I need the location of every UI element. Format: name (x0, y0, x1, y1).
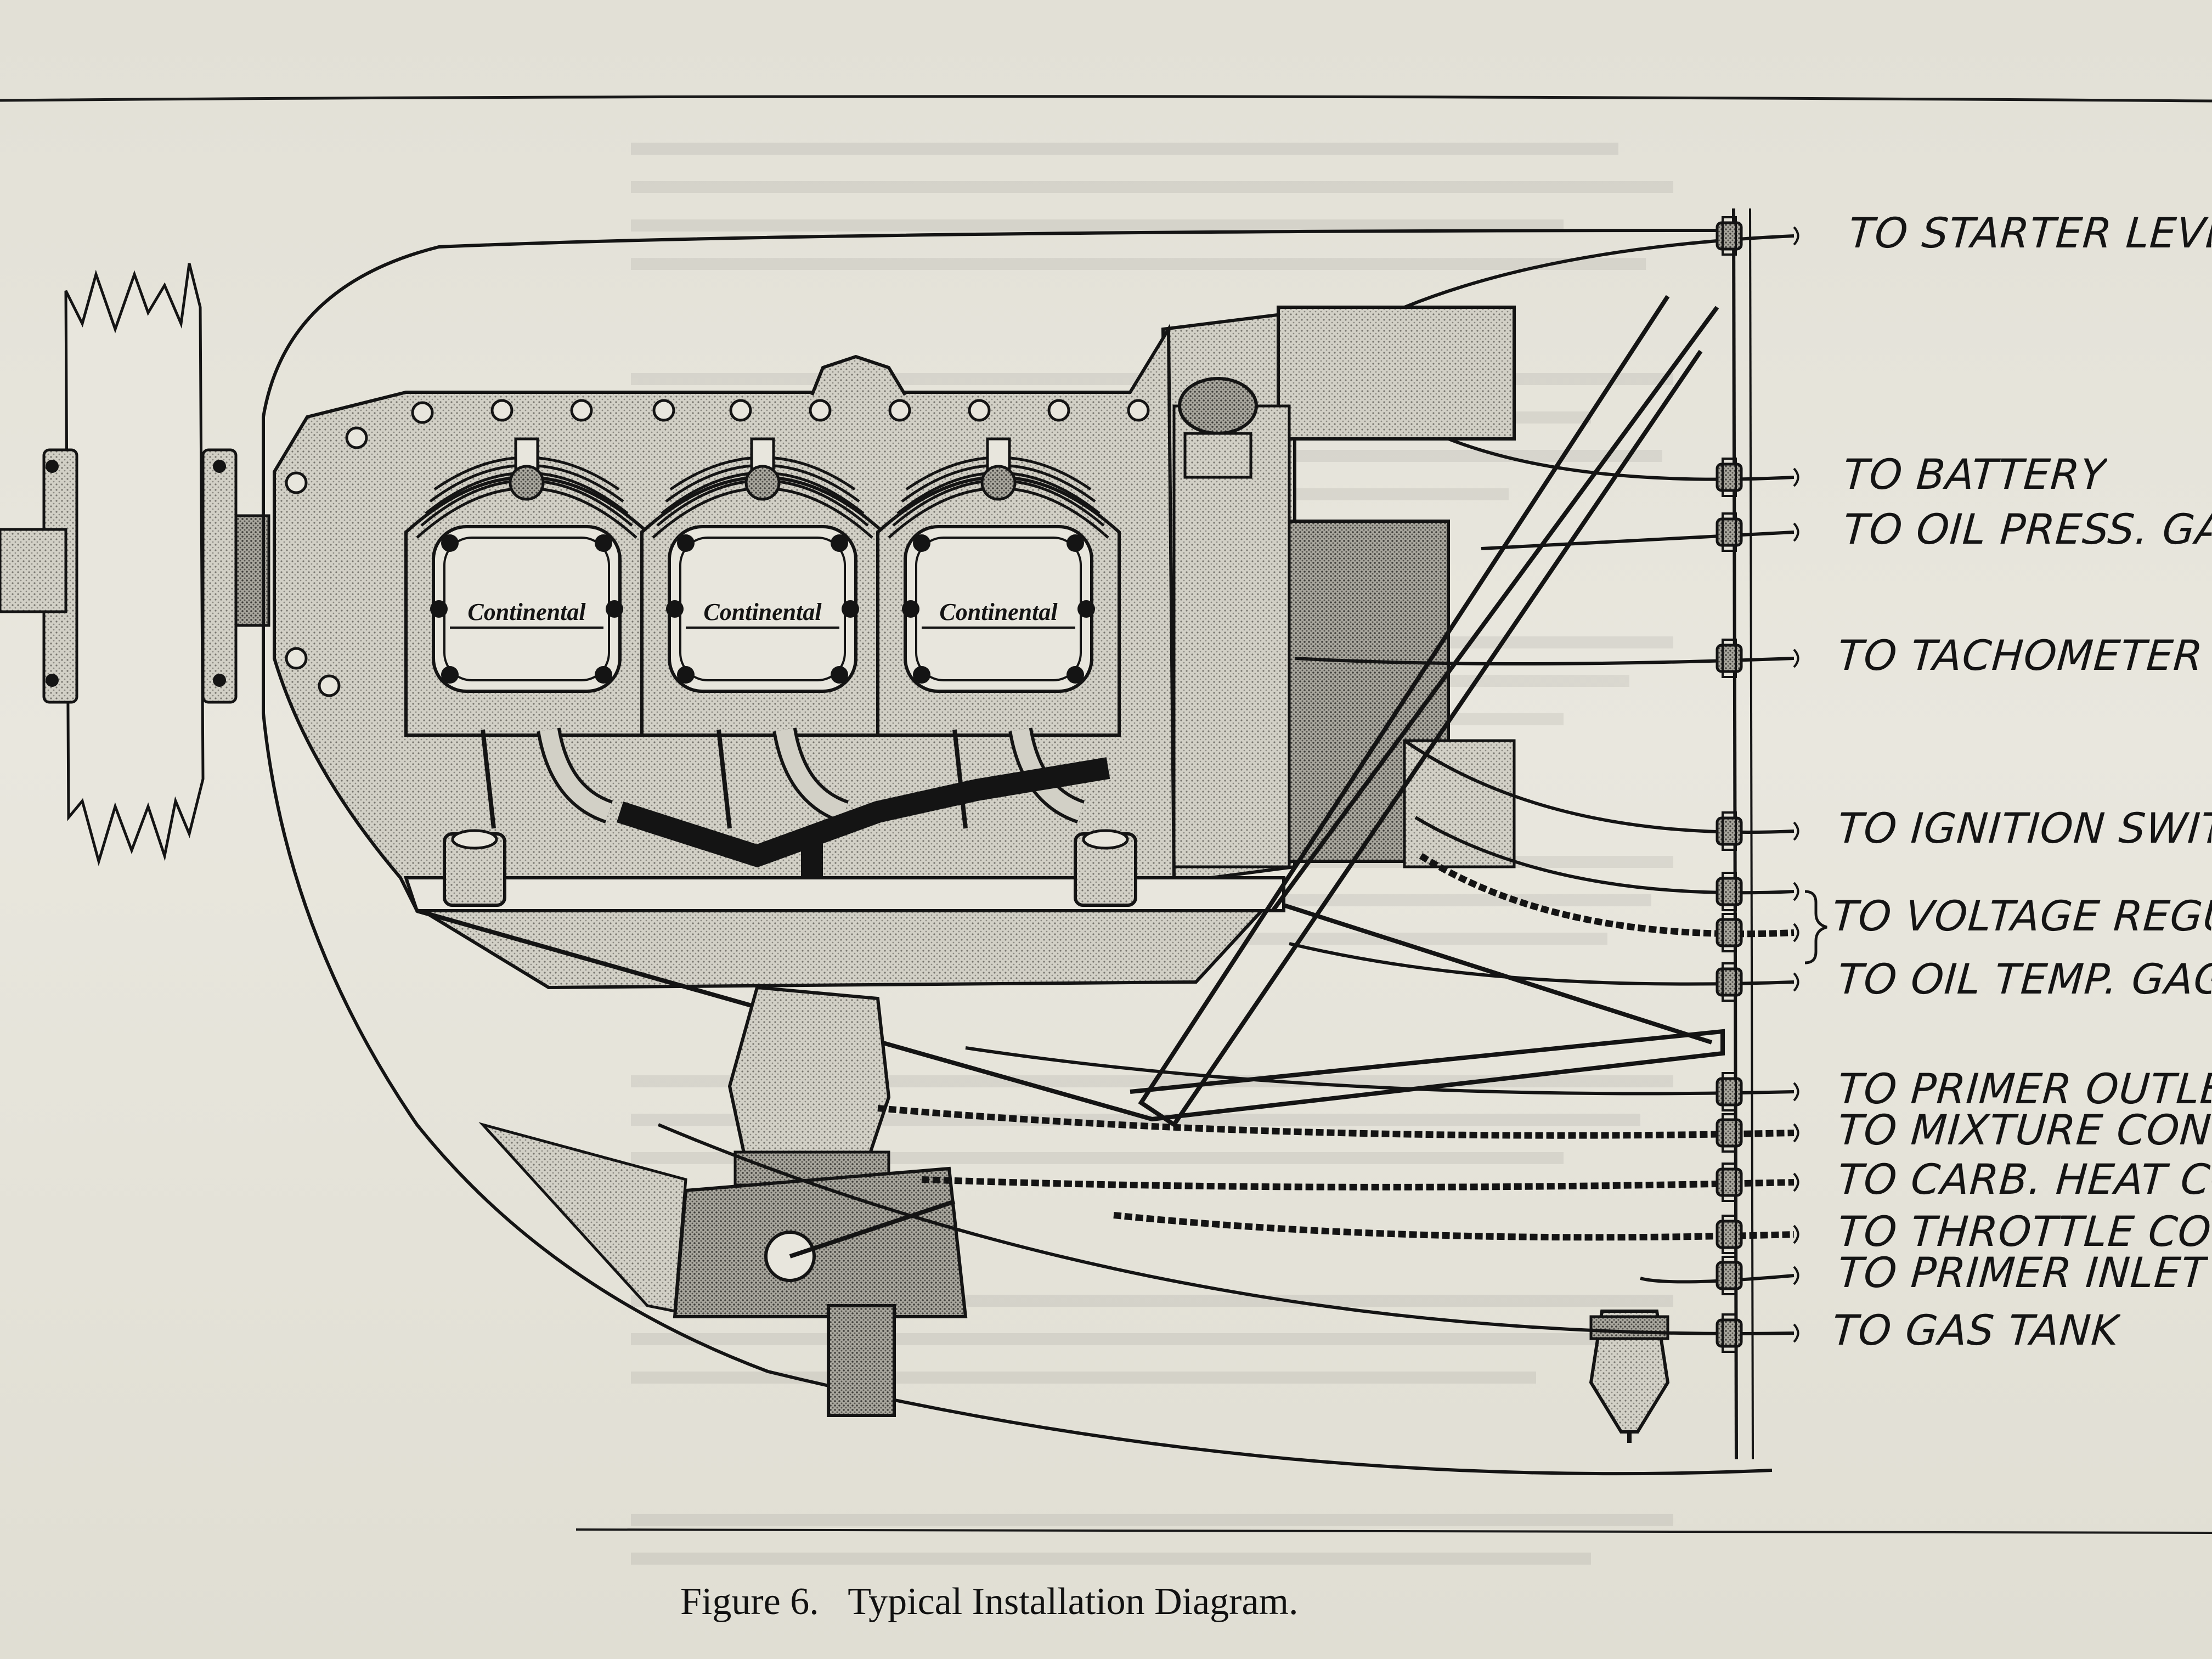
brand-logo: Continental (703, 599, 822, 625)
connection-label: TO PRIMER INLET (1836, 1248, 2209, 1297)
routed-line (965, 1046, 1795, 1096)
top-rule (0, 95, 2212, 103)
connection-label: TO OIL TEMP. GAGE (1836, 955, 2212, 1003)
accessory-case (1161, 306, 1516, 885)
figure-number: Figure 6. (680, 1581, 819, 1623)
firewall-fittings (1716, 216, 1799, 1353)
cowling-outline (262, 229, 1773, 1476)
figure-title: Typical Installation Diagram. (848, 1581, 1299, 1623)
firewall-fitting (1716, 1215, 1799, 1254)
crankcase-bolts (285, 399, 1150, 697)
firewall-fitting (1716, 1113, 1799, 1153)
connection-label: TO CARB. HEAT CONTR (1836, 1155, 2212, 1204)
routed-line (1640, 1274, 1795, 1284)
oil-sump (416, 909, 1266, 990)
connection-label: TO MIXTURE CONTROL (1836, 1105, 2212, 1154)
voltage-regulator-brace (1804, 890, 1827, 964)
firewall-fitting (1716, 872, 1799, 911)
mount-tubes (416, 295, 1725, 1128)
cylinder-head: Continental (876, 437, 1121, 829)
firewall-fitting (1716, 458, 1799, 497)
brand-logo: Continental (939, 599, 1058, 625)
firewall-fitting (1716, 1256, 1799, 1295)
firewall-fitting (1716, 962, 1799, 1002)
routed-line (1294, 657, 1795, 665)
routed-line (921, 1176, 1795, 1190)
carburetor (673, 985, 968, 1417)
figure-caption: Figure 6. Typical Installation Diagram. (680, 1580, 1299, 1624)
connection-label: TO VOLTAGE REGULATO (1830, 891, 2212, 940)
connection-label: TO OIL PRESS. GAGE (1841, 505, 2212, 554)
connection-label: TO STARTER LEVER (1847, 208, 2212, 257)
brand-logo: Continental (467, 599, 586, 625)
firewall-fitting (1716, 216, 1799, 256)
routed-line (1481, 531, 1795, 550)
firewall-fitting (1716, 512, 1799, 552)
connection-label: TO BATTERY (1841, 450, 2108, 499)
mount-rail (403, 876, 1285, 912)
engine-mounts (443, 829, 1137, 907)
routed-line (657, 1123, 1795, 1335)
firewall-fitting (1716, 913, 1799, 952)
cylinder-head: Continental (404, 437, 649, 829)
fuel-strainer (1589, 1310, 1670, 1443)
air-scoop (478, 1122, 687, 1313)
cylinder-head: Continental (640, 437, 885, 829)
propeller (0, 263, 270, 867)
routed-line (1289, 942, 1795, 986)
firewall-fitting (1716, 639, 1799, 678)
connection-label: TO IGNITION SWITCH (1836, 804, 2212, 853)
firewall-fitting (1716, 811, 1799, 851)
connection-label: TO TACHOMETER (1836, 631, 2205, 680)
firewall-fitting (1716, 1163, 1799, 1202)
bottom-rule (575, 1528, 2212, 1534)
routed-line (1113, 1212, 1795, 1241)
connection-label: TO GAS TANK (1830, 1306, 2121, 1355)
lifting-eye (810, 354, 907, 396)
firewall-fitting (1716, 1313, 1799, 1353)
routed-line (877, 1105, 1795, 1139)
cylinder-group: Continental Continental Continental (404, 437, 1121, 878)
firewall-fitting (1716, 1072, 1799, 1111)
